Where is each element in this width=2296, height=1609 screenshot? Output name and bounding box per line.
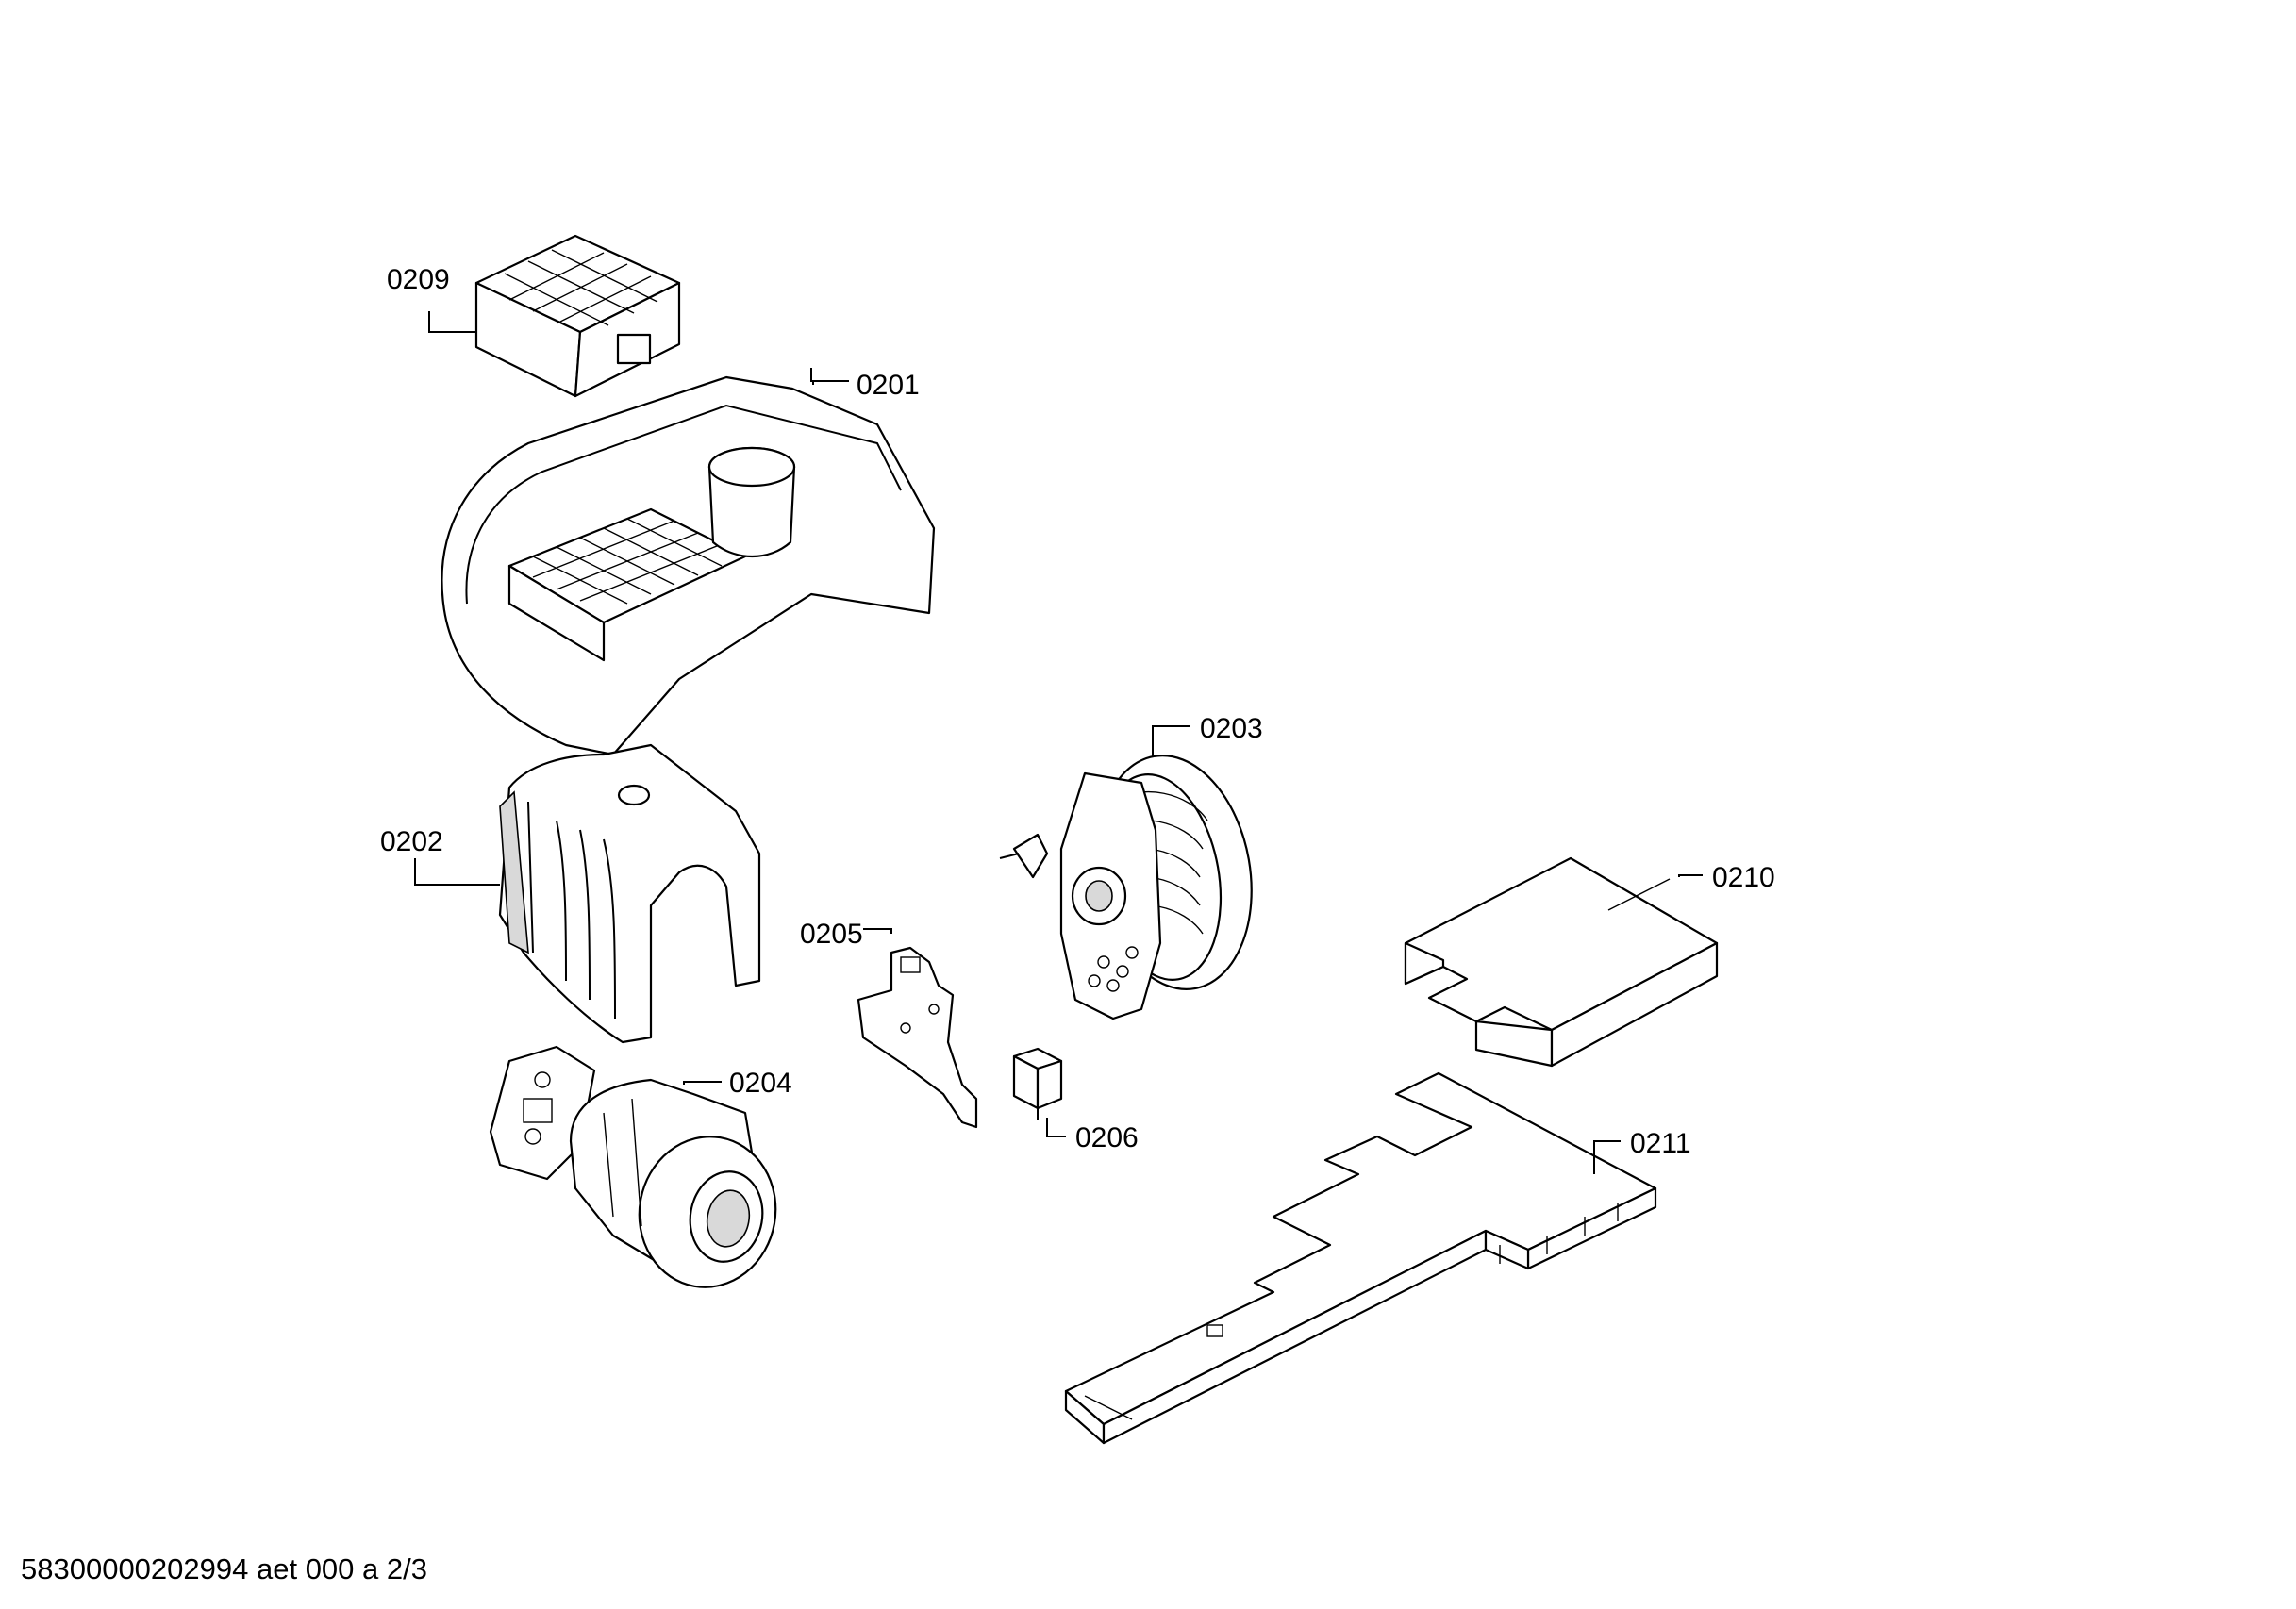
callout-0211: 0211 <box>1630 1128 1691 1159</box>
callout-0204: 0204 <box>729 1068 792 1099</box>
part-0209-filter[interactable] <box>474 234 681 398</box>
part-0211-foam-strip[interactable] <box>1064 1071 1657 1445</box>
document-id: 58300000202994 aet 000 a 2/3 <box>21 1552 427 1585</box>
part-0203-cable-reel[interactable] <box>999 743 1269 1020</box>
callout-0206: 0206 <box>1075 1122 1139 1153</box>
part-0206-switch[interactable] <box>1012 1047 1063 1120</box>
callout-0209: 0209 <box>387 264 450 295</box>
part-0205-bracket[interactable] <box>857 946 978 1129</box>
callout-0203: 0203 <box>1200 713 1263 744</box>
leader-lines <box>414 311 1703 1174</box>
part-0201-housing[interactable] <box>441 368 936 756</box>
callout-0205: 0205 <box>800 919 863 950</box>
part-0204-motor[interactable] <box>489 1045 788 1298</box>
part-0202-motor-cover[interactable] <box>498 743 761 1044</box>
callout-0201: 0201 <box>857 370 920 401</box>
callout-0210: 0210 <box>1712 862 1775 893</box>
part-0210-foam-pad[interactable] <box>1404 856 1719 1068</box>
callout-0202: 0202 <box>380 826 443 857</box>
